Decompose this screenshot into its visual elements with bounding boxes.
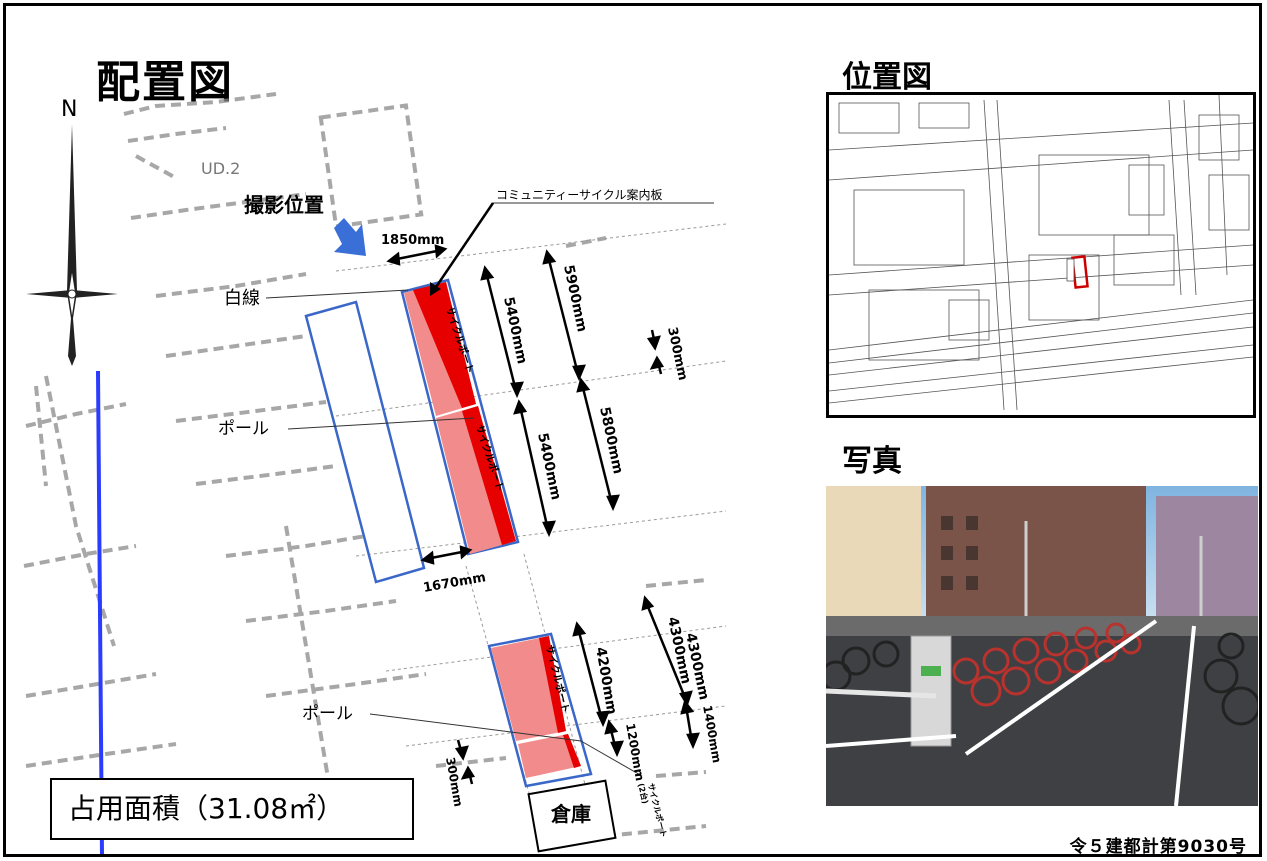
dim-1850: 1850mm xyxy=(381,233,444,248)
compass-label: N xyxy=(61,97,77,122)
dimension-arrows xyxy=(386,244,700,785)
dim-300b: 300mm xyxy=(443,756,465,808)
occupied-area-box: 占用面積（31.08㎡） xyxy=(50,778,414,840)
dim-5400a: 5400mm xyxy=(500,296,530,366)
map-text: UD.2 xyxy=(201,159,240,178)
permit-number: 令５建都計第9030号 xyxy=(1069,837,1247,857)
location-map-drawing xyxy=(829,95,1253,411)
location-map xyxy=(826,92,1256,418)
photo-title: 写真 xyxy=(842,444,902,479)
pole-label-2: ポール xyxy=(302,704,353,724)
location-map-title: 位置図 xyxy=(842,60,932,95)
site-marker xyxy=(1071,255,1089,289)
site-photo-drawing xyxy=(826,486,1258,806)
background-map xyxy=(23,92,707,838)
site-photo xyxy=(826,486,1258,806)
port-label-small: サイクルポート xyxy=(646,782,669,838)
bicycle-port-2 xyxy=(436,406,516,554)
signboard-label: コミュニティーサイクル案内板 xyxy=(496,187,662,202)
dim-1400: 1400mm xyxy=(700,704,724,764)
dim-300a: 300mm xyxy=(664,326,690,382)
shooting-position-label: 撮影位置 xyxy=(244,193,324,217)
white-line-label: 白線 xyxy=(224,288,260,309)
dim-4200: 4200mm xyxy=(592,646,620,716)
compass-icon xyxy=(26,124,118,366)
property-boundary-line xyxy=(96,370,104,854)
bicycle-port-3 xyxy=(491,636,566,741)
storage-label: 倉庫 xyxy=(550,802,591,826)
bicycle-port-small xyxy=(518,734,581,778)
drawing-sheet: 配置図 xyxy=(3,3,1262,857)
layout-drawing: N UD.2 撮影位置 サイクルポート サイクルポート xyxy=(23,92,727,854)
dim-5800: 5800mm xyxy=(596,406,626,476)
storage-shed xyxy=(527,779,617,853)
pole-label-1: ポール xyxy=(218,419,269,439)
dim-1200: 1200mm xyxy=(623,722,647,782)
dim-1670: 1670mm xyxy=(422,570,487,596)
signboard-in-photo xyxy=(910,635,952,747)
port-label-small-note: (2台) xyxy=(636,782,651,805)
page-title: 配置図 xyxy=(96,57,234,108)
shooting-direction-arrow-icon xyxy=(334,218,366,256)
bicycle-port-1 xyxy=(404,282,476,416)
